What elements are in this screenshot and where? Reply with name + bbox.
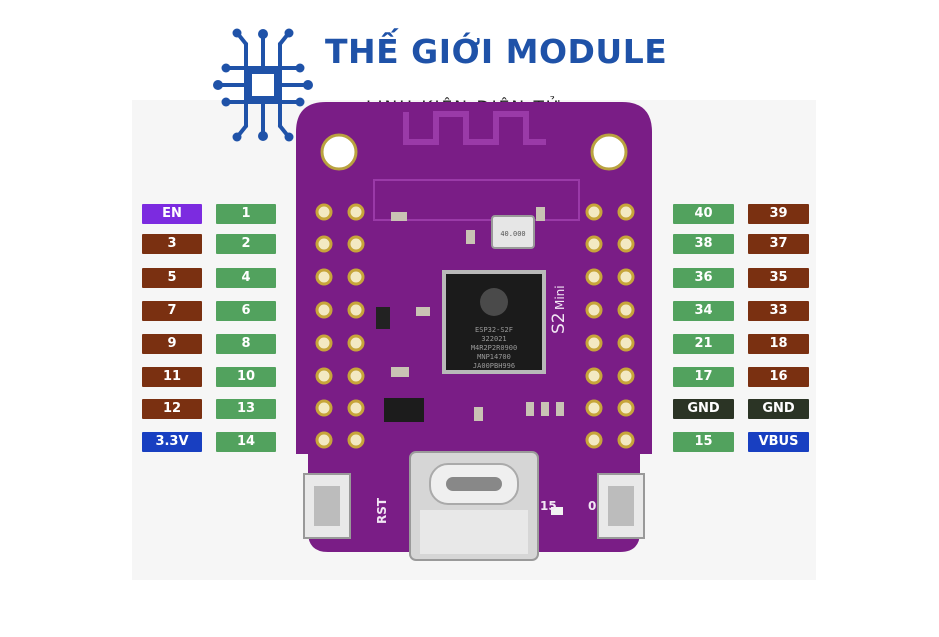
left-inner-pin-label: 2 [216, 234, 276, 254]
button-label-15: 15 [540, 499, 557, 513]
right-inner-pin-label: 38 [673, 234, 734, 254]
svg-text:M4R2P2R0900: M4R2P2R0900 [471, 344, 517, 352]
left-header-pins [315, 203, 365, 449]
circuit-tree-logo-icon [213, 28, 313, 142]
right-inner-pin-label: 21 [673, 334, 734, 354]
right-outer-pin-label: 16 [748, 367, 809, 387]
right-outer-pin-label: 35 [748, 268, 809, 288]
left-outer-pin-label: 5 [142, 268, 202, 288]
left-inner-pin-label: 13 [216, 399, 276, 419]
left-inner-pin-label: 4 [216, 268, 276, 288]
left-outer-pin-label: 3 [142, 234, 202, 254]
mounting-hole-right [590, 133, 628, 171]
svg-text:322021: 322021 [481, 335, 506, 343]
esp32-s2-mini-board: 40.000 ESP32-S2F 322021 M4R2P2R0900 MNP1… [296, 102, 652, 561]
left-inner-pin-label: 8 [216, 334, 276, 354]
left-outer-pin-label: EN [142, 204, 202, 224]
reset-button [303, 473, 351, 539]
antenna-trace [403, 111, 546, 145]
left-inner-pin-label: 1 [216, 204, 276, 224]
usb-c-connector [409, 451, 539, 561]
right-inner-pin-label: 40 [673, 204, 734, 224]
right-outer-pin-label: 33 [748, 301, 809, 321]
passive-components [376, 207, 564, 515]
right-inner-pin-label: 36 [673, 268, 734, 288]
svg-text:MNP14700: MNP14700 [477, 353, 511, 361]
left-outer-pin-label: 9 [142, 334, 202, 354]
left-outer-pin-label: 7 [142, 301, 202, 321]
model-sub-label: Mini [553, 285, 567, 310]
left-inner-pin-label: 6 [216, 301, 276, 321]
svg-text:JA00PBH996: JA00PBH996 [473, 362, 515, 370]
rst-label: RST [375, 497, 389, 524]
left-outer-pin-label: 3.3V [142, 432, 202, 452]
left-inner-pin-label: 14 [216, 432, 276, 452]
esp32-s2-chip: ESP32-S2F 322021 M4R2P2R0900 MNP14700 JA… [442, 270, 546, 374]
model-label: S2 [549, 312, 569, 334]
mounting-hole-left [320, 133, 358, 171]
crystal-oscillator [491, 215, 535, 249]
svg-text:ESP32-S2F: ESP32-S2F [475, 326, 513, 334]
right-inner-pin-label: GND [673, 399, 734, 419]
regulator-chip [384, 398, 424, 422]
crystal-label: 40.000 [500, 230, 525, 238]
right-inner-pin-label: 15 [673, 432, 734, 452]
right-inner-pin-label: 34 [673, 301, 734, 321]
left-outer-pin-label: 12 [142, 399, 202, 419]
button-label-0: 0 [588, 499, 596, 513]
boot-button [597, 473, 645, 539]
right-header-pins [585, 203, 635, 449]
right-outer-pin-label: 39 [748, 204, 809, 224]
right-outer-pin-label: VBUS [748, 432, 809, 452]
right-outer-pin-label: 37 [748, 234, 809, 254]
left-inner-pin-label: 10 [216, 367, 276, 387]
left-outer-pin-label: 11 [142, 367, 202, 387]
right-outer-pin-label: GND [748, 399, 809, 419]
right-outer-pin-label: 18 [748, 334, 809, 354]
right-inner-pin-label: 17 [673, 367, 734, 387]
brand-title: THẾ GIỚI MODULE [325, 32, 668, 71]
